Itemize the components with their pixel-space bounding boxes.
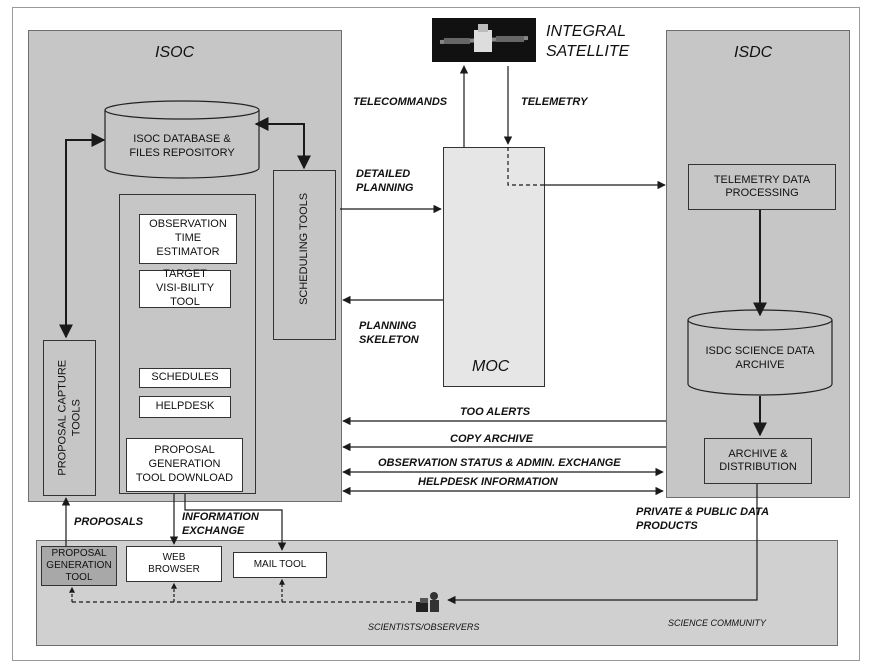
isoc-title: ISOC: [155, 44, 195, 61]
database-scheduling-arrow: [254, 117, 311, 170]
web-browser-box: WEB BROWSER: [126, 546, 222, 582]
scientist-icon: [416, 592, 439, 612]
schedules-box: SCHEDULES: [139, 368, 231, 388]
proposals-label: PROPOSALS: [74, 516, 144, 528]
scheduling-tools-box: [273, 170, 336, 340]
scientists-observers-label: SCIENTISTS/OBSERVERS: [368, 622, 480, 632]
too-alerts-label: TOO ALERTS: [460, 406, 531, 418]
telemetry-data-processing: TELEMETRY DATA PROCESSING: [688, 164, 836, 210]
proposal-capture-tools-box: [43, 340, 96, 496]
copy-archive-label: COPY ARCHIVE: [450, 433, 534, 445]
science-community-label: SCIENCE COMMUNITY: [668, 618, 767, 628]
isdc-archive-cylinder: [687, 309, 833, 396]
telemetry-forward-dashed: [507, 147, 540, 186]
mail-exchange-arrow: [184, 494, 287, 551]
detailed-planning-label: DETAILED PLANNING: [356, 168, 414, 194]
satellite-icon: [439, 24, 529, 52]
satellite-title: INTEGRAL SATELLITE: [546, 23, 630, 60]
database-capture-arrow: [59, 133, 106, 339]
proposal-generation-tool-box: PROPOSAL GENERATION TOOL: [41, 546, 117, 586]
archive-distribution-box: ARCHIVE & DISTRIBUTION: [704, 438, 812, 484]
mail-tool-box: MAIL TOOL: [233, 552, 327, 578]
isoc-database-cylinder: [104, 100, 260, 179]
data-products-arrow: [447, 484, 758, 605]
isdc-panel: [666, 30, 850, 498]
proposal-generation-tool-download: PROPOSAL GENERATION TOOL DOWNLOAD: [126, 438, 243, 492]
helpdesk-information-label: HELPDESK INFORMATION: [418, 476, 558, 488]
information-exchange-label: INFORMATION EXCHANGE: [182, 511, 259, 537]
planning-skeleton-label: PLANNING SKELETON: [359, 320, 419, 346]
data-products-label: PRIVATE & PUBLIC DATA PRODUCTS: [636, 506, 769, 532]
scientist-figure: [414, 590, 444, 614]
observation-time-estimator: OBSERVATION TIME ESTIMATOR: [139, 214, 237, 264]
telemetry-label: TELEMETRY: [521, 96, 588, 108]
moc-title: MOC: [472, 358, 510, 375]
helpdesk-box: HELPDESK: [139, 396, 231, 418]
isdc-title: ISDC: [734, 44, 773, 61]
isoc-database-label: ISOC DATABASE & FILES REPOSITORY: [129, 133, 235, 160]
target-visibility-tool: TARGET VISI-BILITY TOOL: [139, 268, 231, 308]
telecommands-label: TELECOMMANDS: [353, 96, 448, 108]
isdc-archive-label: ISDC SCIENCE DATA ARCHIVE: [705, 345, 815, 372]
satellite-image: [432, 18, 536, 62]
observation-status-label: OBSERVATION STATUS & ADMIN. EXCHANGE: [378, 457, 621, 469]
moc-box: [443, 147, 545, 387]
